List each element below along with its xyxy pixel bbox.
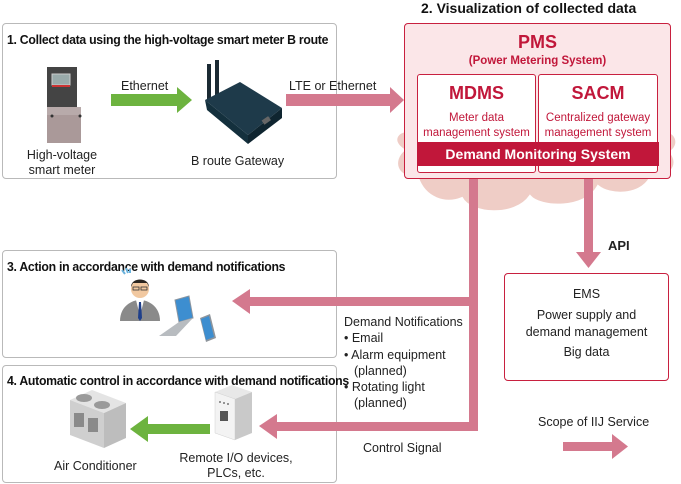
- section3-title: 3. Action in accordance with demand noti…: [7, 259, 286, 274]
- ems-box: EMS Power supply and demand management B…: [504, 273, 669, 381]
- sacm-desc: Centralized gateway management system: [539, 111, 657, 141]
- notification-item-light: • Rotating light: [344, 380, 425, 395]
- pms-title: PMS: [517, 32, 557, 52]
- section4-title: 4. Automatic control in accordance with …: [7, 373, 349, 388]
- meter-label-line2: smart meter: [28, 163, 96, 177]
- notification-item-email: • Email: [344, 331, 384, 346]
- meter-label: High-voltage smart meter: [22, 148, 102, 178]
- sacm-desc-line1: Centralized gateway: [545, 112, 651, 124]
- notification-item-alarm-note: (planned): [354, 363, 407, 378]
- ems-line3: Big data: [563, 345, 610, 359]
- api-label: API: [608, 238, 630, 253]
- control-arrow-green: [130, 416, 210, 442]
- control-signal-label: Control Signal: [363, 441, 442, 455]
- ethernet-arrow: [111, 87, 192, 113]
- pms-box: PMS (Power Metering System) MDMS Meter d…: [404, 23, 671, 179]
- ac-label: Air Conditioner: [54, 459, 137, 473]
- pms-subtitle: (Power Metering System): [468, 55, 607, 67]
- notification-arrow-head: [232, 289, 250, 314]
- sacm-name: SACM: [571, 83, 625, 103]
- control-signal-arrow-head: [259, 414, 277, 439]
- ems-title: EMS: [572, 287, 601, 301]
- laptop-icon: [159, 295, 194, 336]
- gateway-router-icon: [205, 60, 282, 144]
- operator-person-icon: [120, 267, 160, 321]
- gateway-label: B route Gateway: [191, 154, 285, 168]
- meter-label-line1: High-voltage: [26, 148, 98, 162]
- sacm-desc-line2: management system: [544, 127, 652, 139]
- api-arrow-shaft: [584, 177, 593, 253]
- notification-item-alarm: • Alarm equipment: [344, 347, 446, 362]
- tablet-icon: [200, 314, 216, 342]
- mdms-desc: Meter data management system: [418, 111, 535, 141]
- section1-title: 1. Collect data using the high-voltage s…: [7, 32, 329, 47]
- scope-legend-label: Scope of IIJ Service: [538, 415, 650, 429]
- notification-item-light-note: (planned): [354, 396, 407, 411]
- remote-io-label-line1: Remote I/O devices,: [179, 451, 293, 465]
- uplink-arrow: [286, 87, 404, 113]
- uplink-label: LTE or Ethernet: [289, 79, 377, 93]
- remote-io-label-line2: PLCs, etc.: [207, 466, 265, 480]
- smart-meter-icon: [47, 67, 82, 143]
- demand-monitoring-system-bar: Demand Monitoring System: [417, 142, 659, 166]
- air-conditioner-icon: [70, 390, 126, 448]
- mdms-desc-line2: management system: [423, 127, 530, 139]
- legend-arrow-head: [612, 434, 628, 459]
- notification-branch: [250, 297, 478, 306]
- remote-io-plc-icon: [214, 385, 252, 441]
- notifications-heading: Demand Notifications: [344, 315, 463, 329]
- mdms-desc-line1: Meter data: [449, 112, 504, 124]
- remote-io-label: Remote I/O devices, PLCs, etc.: [176, 451, 296, 481]
- ems-line1: Power supply and: [536, 308, 637, 322]
- control-signal-branch: [277, 422, 478, 431]
- ems-line2: demand management: [525, 325, 648, 339]
- demand-notifications-list: Demand Notifications • Email • Alarm equ…: [344, 314, 463, 412]
- mdms-name: MDMS: [449, 83, 504, 103]
- ethernet-label: Ethernet: [121, 79, 169, 93]
- section2-title: 2. Visualization of collected data: [421, 0, 637, 16]
- api-arrow-head: [576, 252, 601, 268]
- legend-arrow-shaft: [563, 442, 613, 451]
